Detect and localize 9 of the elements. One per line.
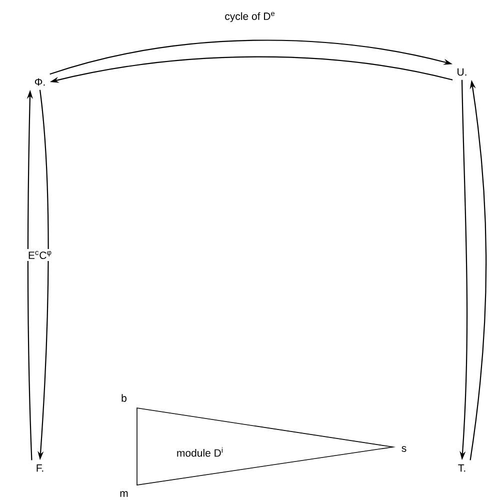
edge-label: cycle of D$^{e}$ xyxy=(222,10,278,24)
node-label: Φ. xyxy=(34,78,45,86)
node-label: T. xyxy=(458,464,466,472)
vertex-label: b xyxy=(122,394,126,402)
edge-label: E$^{c}$C$^{φ}$ xyxy=(26,248,54,262)
vertex-label: m xyxy=(120,491,128,497)
node-label: U. xyxy=(458,68,466,76)
node-label: F. xyxy=(36,464,44,472)
triangle-node: module D$^{i}$ xyxy=(136,408,396,486)
